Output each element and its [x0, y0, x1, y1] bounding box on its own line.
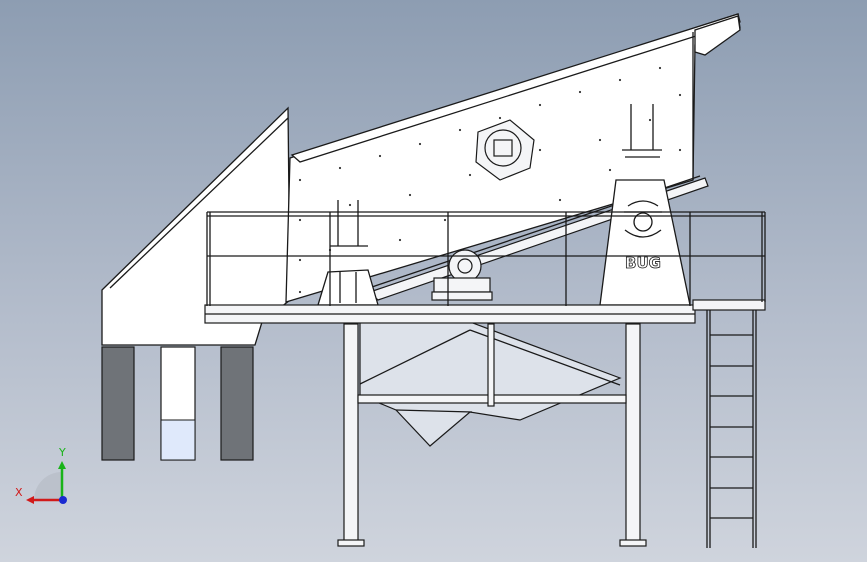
discharge-leg-left [101, 346, 135, 461]
discharge-leg-right [220, 346, 254, 461]
screen-right-end [694, 15, 741, 56]
access-ladder [706, 310, 757, 548]
z-axis-dot [59, 496, 67, 504]
chute-edge [109, 117, 289, 289]
discharge-leg-middle-fill [160, 419, 196, 461]
hopper-brace [395, 409, 473, 413]
x-axis-label: X [15, 486, 23, 499]
handrail [206, 211, 766, 306]
column-right-foot [619, 539, 647, 547]
lower-spring-bracket [330, 200, 368, 247]
support-tower-right [599, 179, 691, 306]
screen-top-lip [290, 13, 741, 163]
upper-spring-bracket [622, 104, 662, 158]
y-axis-label: Y [58, 446, 66, 459]
hopper-edge [359, 329, 471, 385]
ladder-landing [692, 299, 766, 311]
hopper-brace [469, 329, 621, 386]
logo-emblem [624, 200, 662, 238]
center-post [487, 323, 495, 407]
axis-triad: X Y [15, 446, 67, 504]
drive-motor [431, 249, 493, 301]
column-right [625, 323, 641, 543]
exciter-unit [475, 119, 535, 181]
x-arrow-head [26, 496, 34, 504]
column-left [343, 323, 359, 543]
support-tower-left [317, 269, 379, 306]
y-arrow-head [58, 461, 66, 469]
logo-text: BUG [625, 254, 661, 272]
column-left-foot [337, 539, 365, 547]
